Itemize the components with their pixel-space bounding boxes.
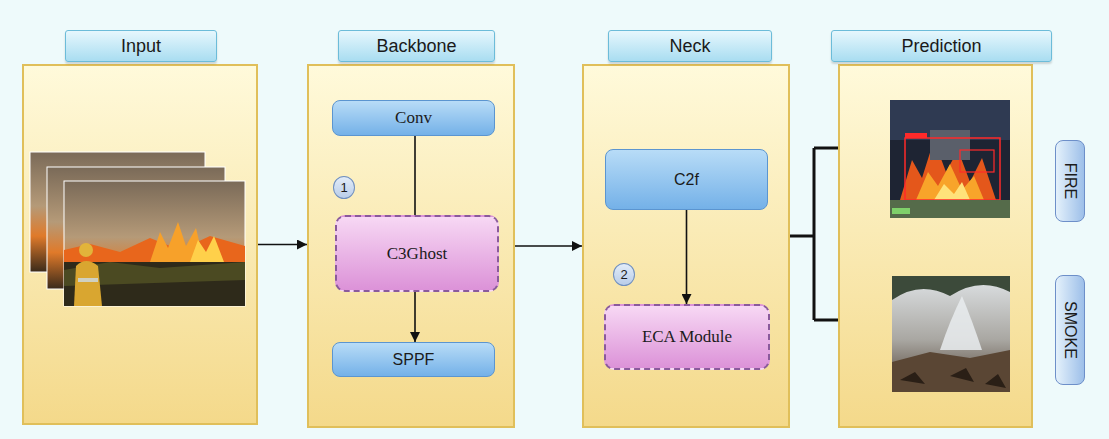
panel-fill bbox=[22, 64, 258, 425]
connector bbox=[414, 136, 416, 215]
connector bbox=[790, 148, 838, 320]
box-label: C2f bbox=[674, 171, 699, 189]
panel-fill bbox=[307, 64, 515, 428]
connector bbox=[686, 210, 688, 304]
smoke-detection-image bbox=[892, 276, 1010, 392]
input-panel: Input bbox=[22, 64, 258, 425]
callout-label: 1 bbox=[340, 180, 347, 195]
backbone-panel: BackboneConv1C3GhostSPPF bbox=[307, 64, 515, 428]
class-tab: SMOKE bbox=[1055, 275, 1085, 385]
input-photos bbox=[30, 152, 245, 306]
neck-panel: NeckC2f2ECA Module bbox=[582, 64, 790, 428]
callout-label: 2 bbox=[620, 267, 627, 282]
box-label: ECA Module bbox=[642, 327, 732, 347]
process-box: Conv bbox=[332, 100, 495, 136]
box-label: Conv bbox=[395, 108, 432, 128]
class-tab: FIRE bbox=[1055, 140, 1085, 222]
connector bbox=[414, 292, 416, 342]
prediction-panel: Prediction bbox=[838, 64, 1033, 428]
module-box: C3Ghost bbox=[335, 215, 499, 292]
class-label: FIRE bbox=[1061, 163, 1079, 199]
panel-fill bbox=[582, 64, 790, 428]
box-label: SPPF bbox=[393, 351, 435, 369]
process-box: SPPF bbox=[332, 342, 495, 377]
fire-detection-image bbox=[890, 100, 1010, 218]
callout-number: 1 bbox=[333, 176, 355, 199]
callout-number: 2 bbox=[613, 263, 635, 286]
connector bbox=[515, 245, 582, 247]
panel-heading: Backbone bbox=[338, 30, 495, 62]
module-box: ECA Module bbox=[604, 304, 770, 370]
panel-fill bbox=[838, 64, 1033, 428]
panel-heading: Neck bbox=[608, 30, 772, 62]
process-box: C2f bbox=[605, 149, 768, 210]
box-label: C3Ghost bbox=[387, 244, 447, 264]
class-label: SMOKE bbox=[1061, 301, 1079, 359]
panel-heading: Input bbox=[65, 30, 217, 62]
panel-heading: Prediction bbox=[831, 30, 1052, 62]
connector bbox=[258, 244, 307, 246]
